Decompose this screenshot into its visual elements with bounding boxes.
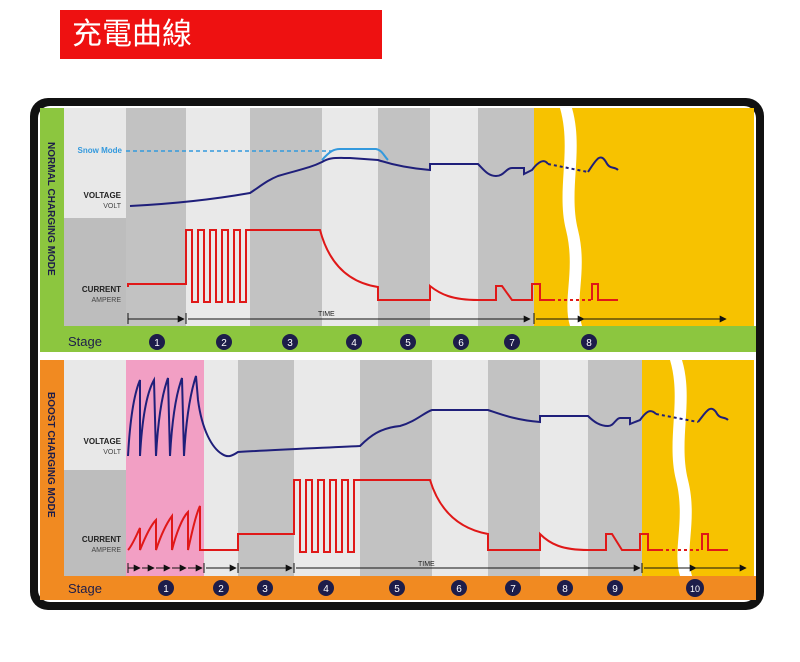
- boost-current-curve: [127, 479, 660, 553]
- normal-current-label: CURRENT: [82, 285, 121, 294]
- boost-voltage-curve: [127, 375, 657, 458]
- boost-panel: BOOST CHARGING MODE VOLTAGE VOLT CURRENT…: [40, 360, 756, 600]
- boost-stage-marker: 8: [557, 580, 573, 596]
- svg-text:6: 6: [458, 338, 464, 349]
- normal-stage-marker: 1: [149, 334, 165, 350]
- svg-text:9: 9: [612, 584, 618, 595]
- normal-stage-strip: [40, 326, 756, 352]
- svg-text:2: 2: [221, 338, 227, 349]
- svg-text:4: 4: [323, 584, 329, 595]
- boost-stage-marker: 5: [389, 580, 405, 596]
- normal-panel: NORMAL CHARGING MODE Snow Mode VOLTAGE V…: [40, 108, 756, 352]
- normal-volt-label: VOLT: [103, 203, 121, 210]
- boost-volt-label: VOLT: [103, 449, 121, 456]
- boost-stage-marker: 2: [213, 580, 229, 596]
- svg-text:5: 5: [394, 584, 400, 595]
- page-title: 充電曲線: [60, 10, 382, 59]
- boost-time-label: TIME: [418, 561, 435, 568]
- normal-voltage-curve: [129, 156, 549, 207]
- normal-current-curve: [127, 229, 552, 303]
- svg-text:8: 8: [586, 338, 592, 349]
- svg-text:2: 2: [218, 584, 224, 595]
- svg-text:3: 3: [262, 584, 268, 595]
- normal-stage-marker: 7: [504, 334, 520, 350]
- boost-current-label: CURRENT: [82, 535, 121, 544]
- boost-stage-marker: 7: [505, 580, 521, 596]
- normal-stage-marker: 3: [282, 334, 298, 350]
- normal-stage-marker: 5: [400, 334, 416, 350]
- normal-mode-label: NORMAL CHARGING MODE: [45, 142, 56, 276]
- svg-text:3: 3: [287, 338, 293, 349]
- svg-text:1: 1: [154, 338, 160, 349]
- normal-stage-marker: 2: [216, 334, 232, 350]
- normal-ampere-label: AMPERE: [91, 297, 121, 304]
- boost-stage-label: Stage: [68, 581, 102, 596]
- svg-text:8: 8: [562, 584, 568, 595]
- svg-text:4: 4: [351, 338, 357, 349]
- normal-time-label: TIME: [318, 311, 335, 318]
- boost-stage-marker: 6: [451, 580, 467, 596]
- normal-mode-strip: [40, 108, 64, 352]
- svg-text:10: 10: [690, 584, 700, 594]
- normal-stage-marker: 4: [346, 334, 362, 350]
- boost-stage-marker: 9: [607, 580, 623, 596]
- boost-voltage-label: VOLTAGE: [84, 437, 122, 446]
- boost-mode-label: BOOST CHARGING MODE: [45, 392, 56, 518]
- svg-text:1: 1: [163, 584, 169, 595]
- boost-stage-marker: 10: [686, 579, 704, 597]
- normal-stage-marker: 6: [453, 334, 469, 350]
- boost-stage-marker: 1: [158, 580, 174, 596]
- normal-voltage-label: VOLTAGE: [84, 191, 122, 200]
- svg-text:7: 7: [510, 584, 516, 595]
- normal-snow-mode-label: Snow Mode: [78, 146, 123, 155]
- svg-text:7: 7: [509, 338, 515, 349]
- normal-stage-marker: 8: [581, 334, 597, 350]
- boost-float-zone: [642, 360, 754, 576]
- normal-snow-curve: [321, 148, 389, 161]
- svg-text:6: 6: [456, 584, 462, 595]
- boost-mode-strip: [40, 360, 64, 600]
- normal-stage-label: Stage: [68, 334, 102, 349]
- svg-text:5: 5: [405, 338, 411, 349]
- boost-stage-marker: 3: [257, 580, 273, 596]
- boost-ampere-label: AMPERE: [91, 547, 121, 554]
- boost-stage-marker: 4: [318, 580, 334, 596]
